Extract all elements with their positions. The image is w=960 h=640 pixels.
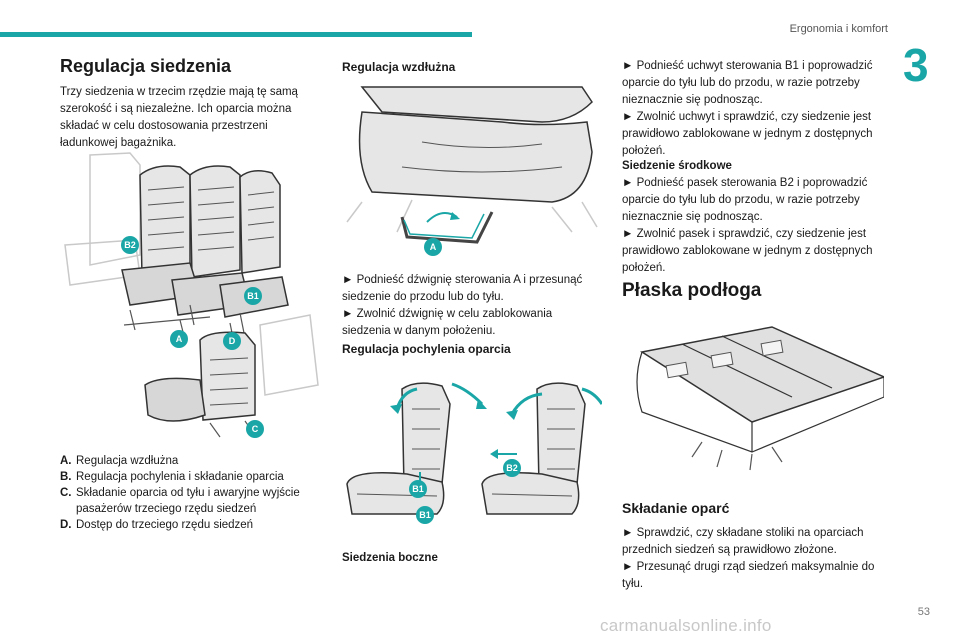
instruction-release-lever: ► Zwolnić dźwignię w celu zablokowania s… bbox=[342, 308, 553, 337]
legend-item: B.Regulacja pochylenia i składanie oparc… bbox=[60, 471, 284, 483]
callout-d: D bbox=[223, 332, 241, 350]
third-row-seats-illustration bbox=[64, 152, 319, 438]
legend-item: A.Regulacja wzdłużna bbox=[60, 455, 179, 467]
intro-paragraph: Trzy siedzenia w trzecim rzędzie mają tę… bbox=[60, 85, 298, 149]
instruction-lift-lever: ► Podnieść dźwignię sterowania A i przes… bbox=[342, 274, 583, 303]
chapter-number: 3 bbox=[903, 39, 929, 91]
callout-b1: B1 bbox=[244, 287, 262, 305]
instruction-check-tables: ► Sprawdzić, czy składane stoliki na opa… bbox=[622, 527, 864, 556]
callout-b2-recline: B2 bbox=[503, 459, 521, 477]
instruction-move-second-row: ► Przesunąć drugi rząd siedzeń maksymaln… bbox=[622, 561, 875, 590]
running-header: Ergonomia i komfort bbox=[789, 23, 888, 35]
watermark: carmanualsonline.info bbox=[600, 616, 772, 635]
legend-item: D.Dostęp do trzeciego rzędu siedzeń bbox=[60, 519, 254, 531]
recline-adjustment-illustration bbox=[346, 382, 602, 515]
instruction-lift-handle-b1: ► Podnieść uchwyt sterowania B1 i poprow… bbox=[622, 60, 873, 106]
subsection-title-folding-backrests: Składanie oparć bbox=[622, 500, 730, 516]
instruction-release-handle: ► Zwolnić uchwyt i sprawdzić, czy siedze… bbox=[622, 111, 873, 157]
page-number: 53 bbox=[917, 606, 930, 618]
subsection-title-side-seats: Siedzenia boczne bbox=[342, 552, 438, 564]
callout-b2: B2 bbox=[121, 236, 139, 254]
section-title-seat-adjustment: Regulacja siedzenia bbox=[60, 56, 232, 76]
callout-c: C bbox=[246, 420, 264, 438]
subsection-title-middle-seat: Siedzenie środkowe bbox=[622, 160, 732, 172]
subsection-title-recline: Regulacja pochylenia oparcia bbox=[342, 342, 511, 356]
legend-item: C.Składanie oparcia od tyłu i awaryjne w… bbox=[60, 487, 300, 515]
subsection-title-longitudinal: Regulacja wzdłużna bbox=[342, 60, 456, 74]
flat-floor-illustration bbox=[636, 326, 884, 471]
column-left: Regulacja siedzenia Trzy siedzenia w trz… bbox=[60, 56, 325, 152]
callout-b1-recline-upper: B1 bbox=[409, 480, 427, 498]
callout-b1-recline: B1 bbox=[416, 506, 434, 524]
instruction-lift-strap-b2: ► Podnieść pasek sterowania B2 i poprowa… bbox=[622, 177, 868, 223]
longitudinal-adjustment-illustration bbox=[346, 86, 598, 244]
callout-a-longitudinal: A bbox=[424, 238, 442, 256]
figure-legend: A.Regulacja wzdłużna B.Regulacja pochyle… bbox=[60, 453, 325, 533]
instruction-release-strap: ► Zwolnić pasek i sprawdzić, czy siedzen… bbox=[622, 228, 873, 274]
header-accent-bar bbox=[0, 32, 472, 37]
section-title-flat-floor: Płaska podłoga bbox=[622, 280, 762, 301]
callout-a: A bbox=[170, 330, 188, 348]
